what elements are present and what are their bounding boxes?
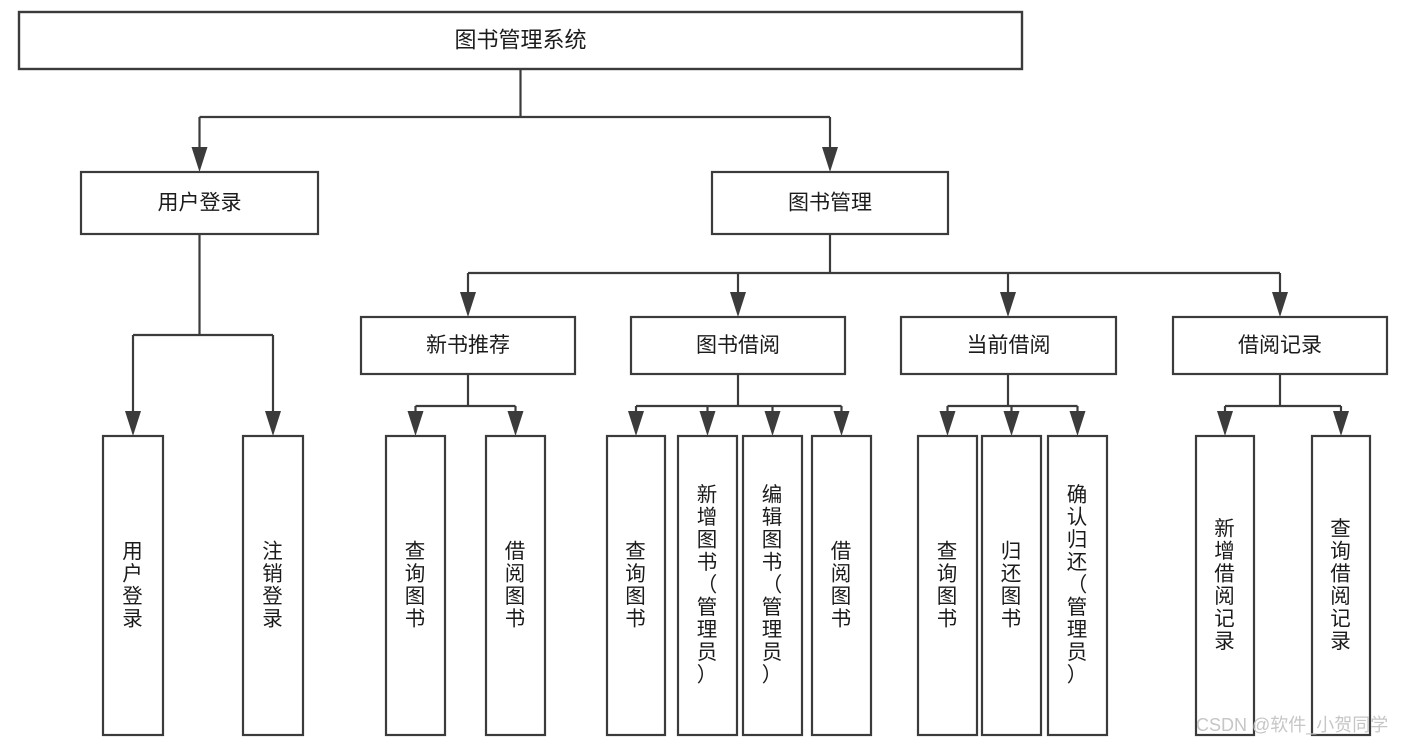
node-leaf-record-query[interactable]: 查询借阅记录 <box>1310 434 1372 737</box>
node-leaf-user-login[interactable]: 用户登录 <box>101 434 165 737</box>
node-box-leaf-recommend-borrow-book[interactable] <box>484 434 547 737</box>
node-leaf-current-return-book[interactable]: 归还图书 <box>980 434 1043 737</box>
node-label-leaf-current-query-book: 查询图书 <box>937 540 959 631</box>
node-label-leaf-recommend-borrow-book: 借阅图书 <box>505 540 527 631</box>
node-label-leaf-borrow-borrow-book: 借阅图书 <box>831 540 853 631</box>
node-new-book-recommend[interactable]: 新书推荐 <box>359 315 577 376</box>
node-label-leaf-user-logout: 注销登录 <box>262 540 284 631</box>
node-box-leaf-user-logout[interactable] <box>241 434 305 737</box>
node-box-borrow-record[interactable] <box>1171 315 1389 376</box>
node-label-book-borrow: 图书借阅 <box>696 334 780 357</box>
arrow-head-icon <box>628 411 644 436</box>
node-label-current-borrow: 当前借阅 <box>967 334 1051 357</box>
node-label-leaf-borrow-query-book: 查询图书 <box>625 540 647 631</box>
node-book-borrow[interactable]: 图书借阅 <box>629 315 847 376</box>
node-label-leaf-borrow-edit-book: 编辑图书（管理员） <box>762 484 784 687</box>
arrow-head-icon <box>1272 292 1288 317</box>
node-borrow-record[interactable]: 借阅记录 <box>1171 315 1389 376</box>
arrow-head-icon <box>191 147 208 172</box>
node-leaf-recommend-borrow-book[interactable]: 借阅图书 <box>484 434 547 737</box>
node-box-current-borrow[interactable] <box>899 315 1118 376</box>
arrow-head-icon <box>1217 411 1233 436</box>
node-leaf-user-logout[interactable]: 注销登录 <box>241 434 305 737</box>
node-box-user-login[interactable] <box>79 170 320 236</box>
node-box-leaf-borrow-edit-book[interactable] <box>741 434 804 737</box>
node-user-login[interactable]: 用户登录 <box>79 170 320 236</box>
node-box-book-borrow[interactable] <box>629 315 847 376</box>
node-box-leaf-recommend-query-book[interactable] <box>384 434 447 737</box>
node-label-leaf-current-confirm-return: 确认归还（管理员） <box>1067 484 1089 687</box>
node-leaf-recommend-query-book[interactable]: 查询图书 <box>384 434 447 737</box>
node-label-leaf-record-add: 新增借阅记录 <box>1214 518 1236 654</box>
arrow-head-icon <box>1069 411 1086 436</box>
node-box-leaf-user-login[interactable] <box>101 434 165 737</box>
node-leaf-borrow-add-book[interactable]: 新增图书（管理员） <box>676 434 739 737</box>
node-leaf-record-add[interactable]: 新增借阅记录 <box>1194 434 1256 737</box>
node-label-leaf-recommend-query-book: 查询图书 <box>405 540 427 631</box>
node-leaf-current-confirm-return[interactable]: 确认归还（管理员） <box>1046 434 1109 737</box>
node-leaf-borrow-borrow-book[interactable]: 借阅图书 <box>810 434 873 737</box>
arrow-head-icon <box>125 411 141 436</box>
node-label-leaf-user-login: 用户登录 <box>122 540 144 631</box>
node-root[interactable]: 图书管理系统 <box>17 10 1024 71</box>
arrow-head-icon <box>1333 411 1349 436</box>
node-box-leaf-record-add[interactable] <box>1194 434 1256 737</box>
arrow-head-icon <box>265 411 281 436</box>
node-label-user-login: 用户登录 <box>158 192 242 215</box>
arrow-head-icon <box>939 411 956 436</box>
arrow-head-icon <box>764 411 781 436</box>
node-label-leaf-record-query: 查询借阅记录 <box>1330 518 1352 654</box>
node-box-new-book-recommend[interactable] <box>359 315 577 376</box>
watermark-layer: CSDN @软件_小贺同学 <box>1196 715 1388 736</box>
node-book-management[interactable]: 图书管理 <box>710 170 950 236</box>
node-leaf-borrow-query-book[interactable]: 查询图书 <box>605 434 667 737</box>
node-current-borrow[interactable]: 当前借阅 <box>899 315 1118 376</box>
node-box-leaf-current-return-book[interactable] <box>980 434 1043 737</box>
node-label-new-book-recommend: 新书推荐 <box>426 334 510 357</box>
node-leaf-current-query-book[interactable]: 查询图书 <box>916 434 979 737</box>
node-label-root: 图书管理系统 <box>454 27 586 52</box>
node-box-book-management[interactable] <box>710 170 950 236</box>
nodes-layer: 图书管理系统用户登录图书管理新书推荐图书借阅当前借阅借阅记录用户登录注销登录查询… <box>17 10 1389 737</box>
connectors-layer <box>125 69 1349 436</box>
arrow-head-icon <box>822 147 838 172</box>
node-label-book-management: 图书管理 <box>788 192 872 215</box>
arrow-head-icon <box>833 411 850 436</box>
watermark-label: CSDN @软件_小贺同学 <box>1196 715 1388 736</box>
node-label-leaf-borrow-add-book: 新增图书（管理员） <box>697 484 719 687</box>
node-box-leaf-current-query-book[interactable] <box>916 434 979 737</box>
node-label-borrow-record: 借阅记录 <box>1238 334 1322 357</box>
node-box-leaf-record-query[interactable] <box>1310 434 1372 737</box>
node-leaf-borrow-edit-book[interactable]: 编辑图书（管理员） <box>741 434 804 737</box>
arrow-head-icon <box>407 411 424 436</box>
node-box-leaf-borrow-borrow-book[interactable] <box>810 434 873 737</box>
arrow-head-icon <box>699 411 716 436</box>
node-box-leaf-borrow-query-book[interactable] <box>605 434 667 737</box>
node-box-leaf-current-confirm-return[interactable] <box>1046 434 1109 737</box>
arrow-head-icon <box>730 292 746 317</box>
arrow-head-icon <box>460 292 476 317</box>
node-box-root[interactable] <box>17 10 1024 71</box>
arrow-head-icon <box>1003 411 1020 436</box>
arrow-head-icon <box>507 411 524 436</box>
node-label-leaf-current-return-book: 归还图书 <box>1001 540 1023 631</box>
node-box-leaf-borrow-add-book[interactable] <box>676 434 739 737</box>
arrow-head-icon <box>1000 292 1016 317</box>
